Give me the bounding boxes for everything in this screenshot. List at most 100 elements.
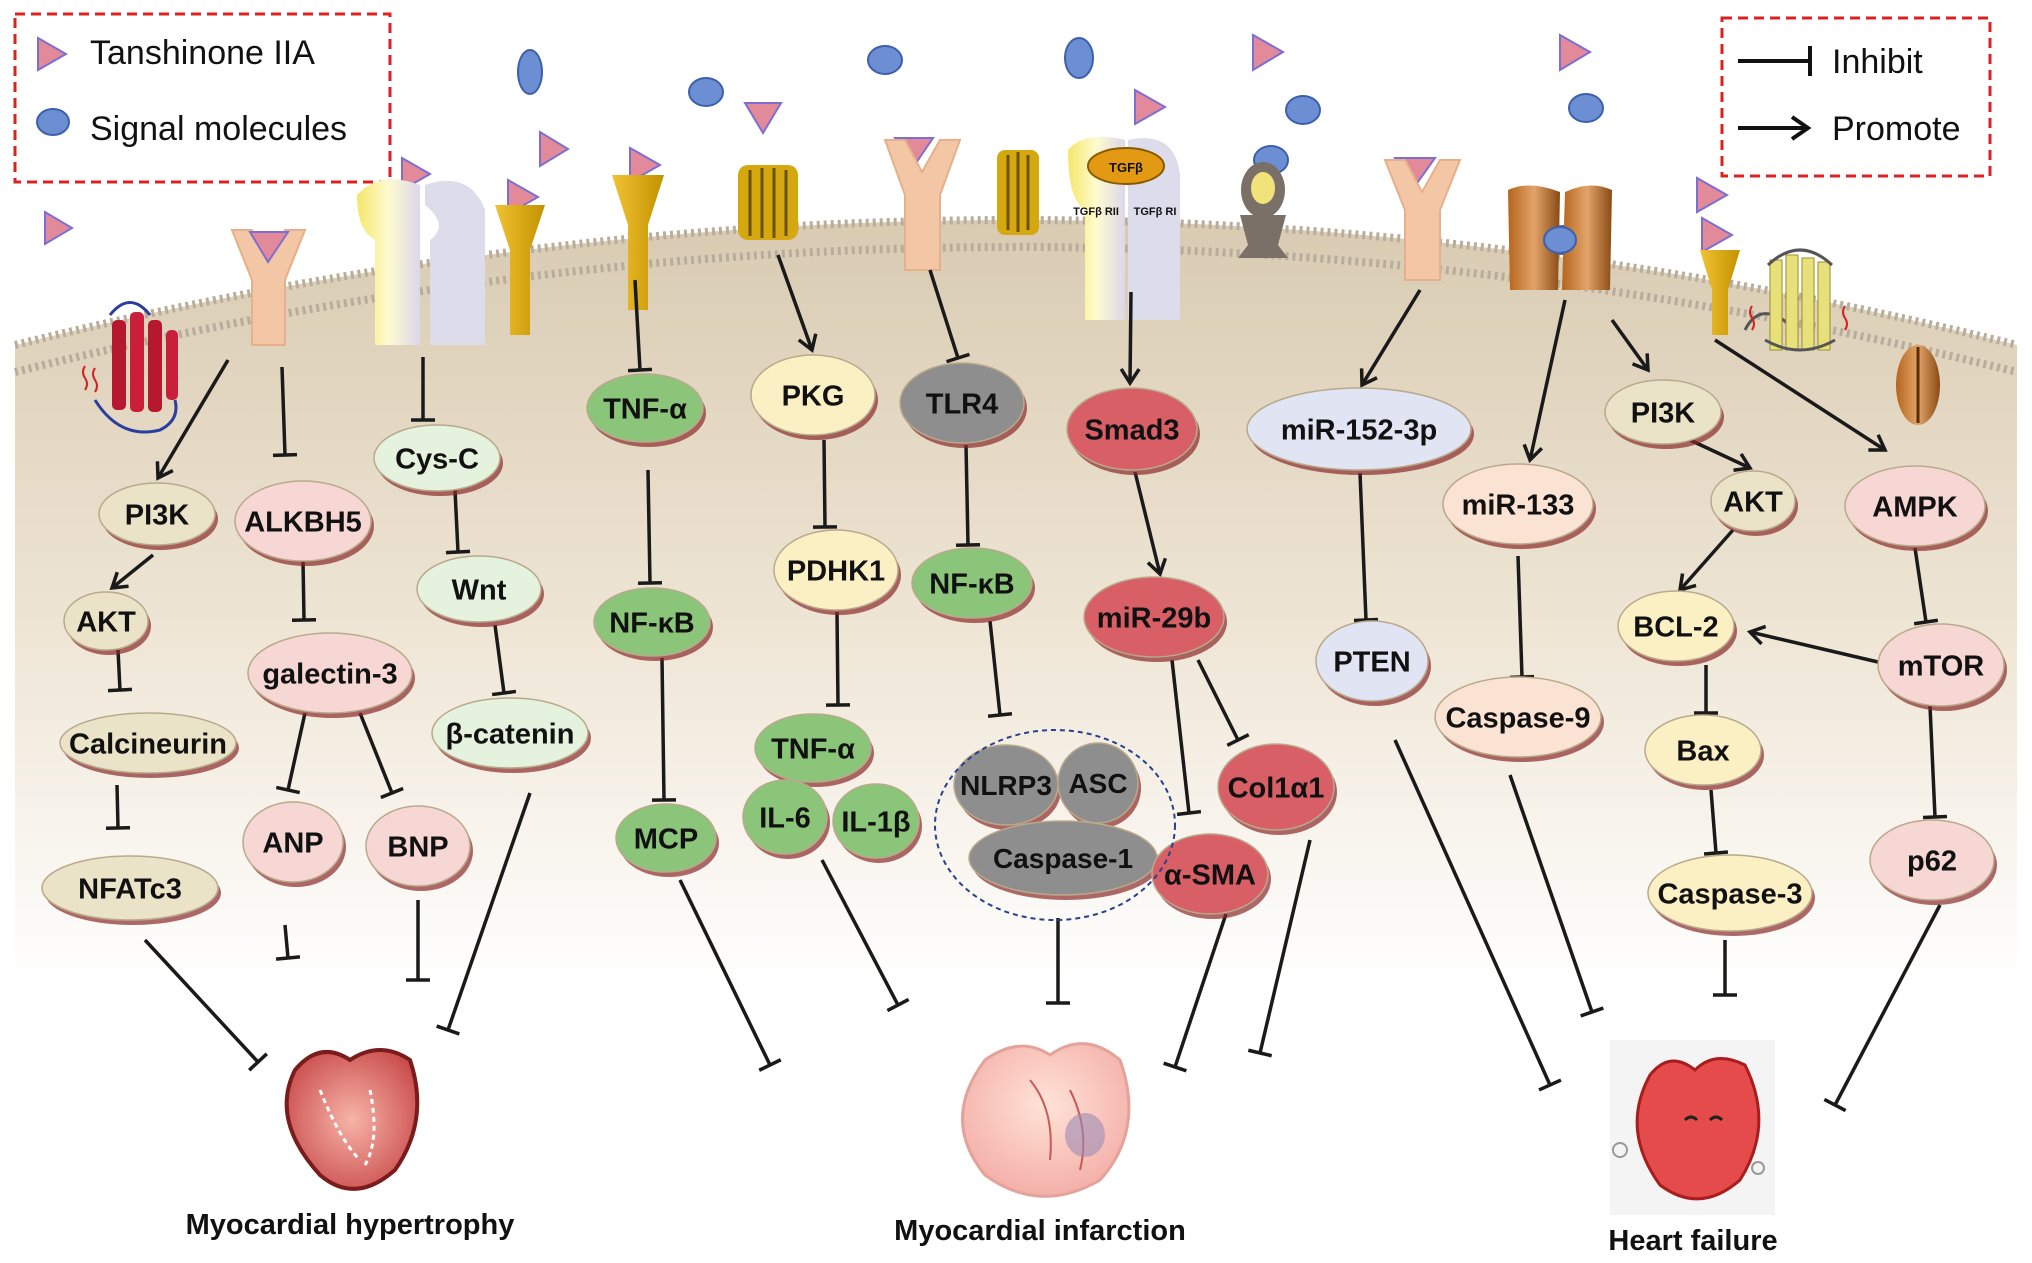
molecule-icon bbox=[1568, 93, 1604, 123]
node-label: Bax bbox=[1676, 735, 1729, 767]
promote-edge bbox=[1689, 438, 1753, 472]
tgfb-rii-label: TGFβ RII bbox=[1073, 206, 1119, 218]
gold-receptor-icon bbox=[495, 205, 545, 335]
node-wnt: Wnt bbox=[416, 555, 544, 627]
tgfb-label: TGFβ bbox=[1109, 160, 1143, 175]
node-label: PI3K bbox=[1631, 397, 1696, 429]
triangle-icon bbox=[629, 146, 663, 184]
node-label: PDHK1 bbox=[787, 555, 885, 587]
node-mir152: miR-152-3p bbox=[1246, 387, 1474, 475]
promote-edge bbox=[1522, 299, 1567, 464]
node-caspase9: Caspase-9 bbox=[1434, 676, 1604, 762]
circle-icon bbox=[36, 108, 70, 136]
heart-failure-heart-icon bbox=[1610, 1040, 1775, 1215]
node-tnfa-2: TNF-α bbox=[754, 713, 874, 787]
receptors: TGFβ TGFβ RII TGFβ RI bbox=[82, 136, 1940, 434]
node-cysc: Cys-C bbox=[373, 424, 503, 496]
node-nfatc3: NFATc3 bbox=[41, 855, 221, 925]
legend-tanshinone-label: Tanshinone IIA bbox=[90, 34, 315, 72]
node-label: NLRP3 bbox=[960, 770, 1052, 801]
legend-inhibit-label: Inhibit bbox=[1832, 43, 1923, 81]
node-smad3: Smad3 bbox=[1066, 387, 1200, 475]
molecule-icon bbox=[1285, 95, 1321, 125]
inhibit-edge bbox=[1823, 904, 1942, 1113]
node-label: p62 bbox=[1907, 845, 1957, 877]
brown-channel-icon bbox=[1896, 345, 1940, 425]
node-label: Wnt bbox=[452, 574, 507, 606]
brown-receptor-icon bbox=[1508, 185, 1612, 290]
node-label: Caspase-1 bbox=[993, 843, 1133, 874]
inhibit-arrow-icon bbox=[1738, 46, 1812, 76]
node-col1a1: Col1α1 bbox=[1217, 743, 1337, 835]
node-label: TNF-α bbox=[603, 393, 687, 425]
channel-barrel-icon bbox=[997, 150, 1039, 235]
node-label: ALKBH5 bbox=[244, 506, 362, 538]
node-label: galectin-3 bbox=[262, 658, 397, 690]
inhibit-edge bbox=[1163, 913, 1228, 1073]
node-label: AMPK bbox=[1872, 491, 1957, 523]
node-tnfa-1: TNF-α bbox=[586, 373, 706, 447]
node-label: miR-152-3p bbox=[1281, 414, 1437, 446]
outcome-infarction-label: Myocardial infarction bbox=[894, 1215, 1186, 1247]
gold-receptor-icon bbox=[1700, 250, 1740, 335]
inhibit-edge bbox=[358, 712, 404, 800]
triangle-icon bbox=[1134, 88, 1168, 126]
inhibit-edge bbox=[291, 560, 317, 622]
node-label: BNP bbox=[387, 831, 448, 863]
legend-signal-label: Signal molecules bbox=[90, 110, 347, 148]
yellow-lilac-receptor-icon bbox=[357, 179, 485, 345]
node-label: NF-κB bbox=[929, 568, 1014, 600]
tgfb-ri-label: TGFβ RI bbox=[1134, 206, 1177, 218]
inhibit-edge bbox=[1170, 659, 1202, 817]
inhibit-edge bbox=[1703, 789, 1729, 856]
inhibit-edge bbox=[275, 712, 307, 795]
gpcr-receptor-icon bbox=[82, 301, 178, 434]
inhibit-edge bbox=[812, 439, 838, 529]
node-p62: p62 bbox=[1869, 819, 1997, 905]
node-caspase3: Caspase-3 bbox=[1647, 854, 1815, 936]
node-label: AKT bbox=[1723, 486, 1783, 518]
promote-edge bbox=[1119, 291, 1141, 387]
triangle-icon bbox=[1696, 176, 1730, 214]
inhibit-edge bbox=[1913, 547, 1939, 626]
inhibit-edge bbox=[272, 366, 298, 458]
inhibit-edge bbox=[820, 859, 910, 1013]
inhibit-edge bbox=[107, 649, 133, 693]
node-akt-2: AKT bbox=[1710, 470, 1798, 536]
triangle-icon bbox=[44, 210, 74, 246]
node-asc: ASC bbox=[1057, 742, 1141, 828]
node-pdhk1: PDHK1 bbox=[773, 529, 901, 615]
molecule-icon bbox=[688, 77, 724, 107]
node-mir133: miR-133 bbox=[1442, 463, 1596, 549]
node-calcineurin: Calcineurin bbox=[59, 712, 239, 778]
triangle-icon bbox=[539, 130, 570, 168]
inhibit-edge bbox=[955, 444, 981, 547]
molecule-icon bbox=[867, 45, 903, 75]
node-bcl2: BCL-2 bbox=[1617, 590, 1737, 666]
node-label: β-catenin bbox=[446, 718, 575, 750]
outcome-hypertrophy-label: Myocardial hypertrophy bbox=[186, 1209, 515, 1241]
promote-edge bbox=[1714, 338, 1888, 452]
node-label: ASC bbox=[1068, 768, 1127, 799]
inhibit-edge bbox=[406, 900, 430, 982]
node-ampk: AMPK bbox=[1844, 465, 1988, 551]
inhibit-edge bbox=[1353, 472, 1379, 623]
inflammasome-boundary bbox=[934, 729, 1176, 921]
molecule-icon bbox=[1064, 37, 1094, 79]
node-label: Smad3 bbox=[1084, 414, 1179, 446]
node-label: AKT bbox=[76, 606, 136, 638]
inhibit-edge bbox=[1196, 659, 1250, 747]
inhibit-edge bbox=[445, 489, 471, 555]
node-akt-1: AKT bbox=[63, 591, 151, 655]
complex-receptor-icon bbox=[1743, 248, 1848, 352]
inhibit-edge bbox=[105, 784, 131, 831]
node-asma: α-SMA bbox=[1151, 833, 1271, 919]
inhibit-edge bbox=[987, 620, 1013, 719]
pathway-edges bbox=[105, 254, 1948, 1113]
node-bnp: BNP bbox=[365, 805, 473, 891]
node-mir29b: miR-29b bbox=[1083, 576, 1227, 662]
inhibit-edge bbox=[1508, 774, 1604, 1018]
node-pi3k-1: PI3K bbox=[98, 482, 218, 550]
node-mtor: mTOR bbox=[1877, 623, 2007, 711]
